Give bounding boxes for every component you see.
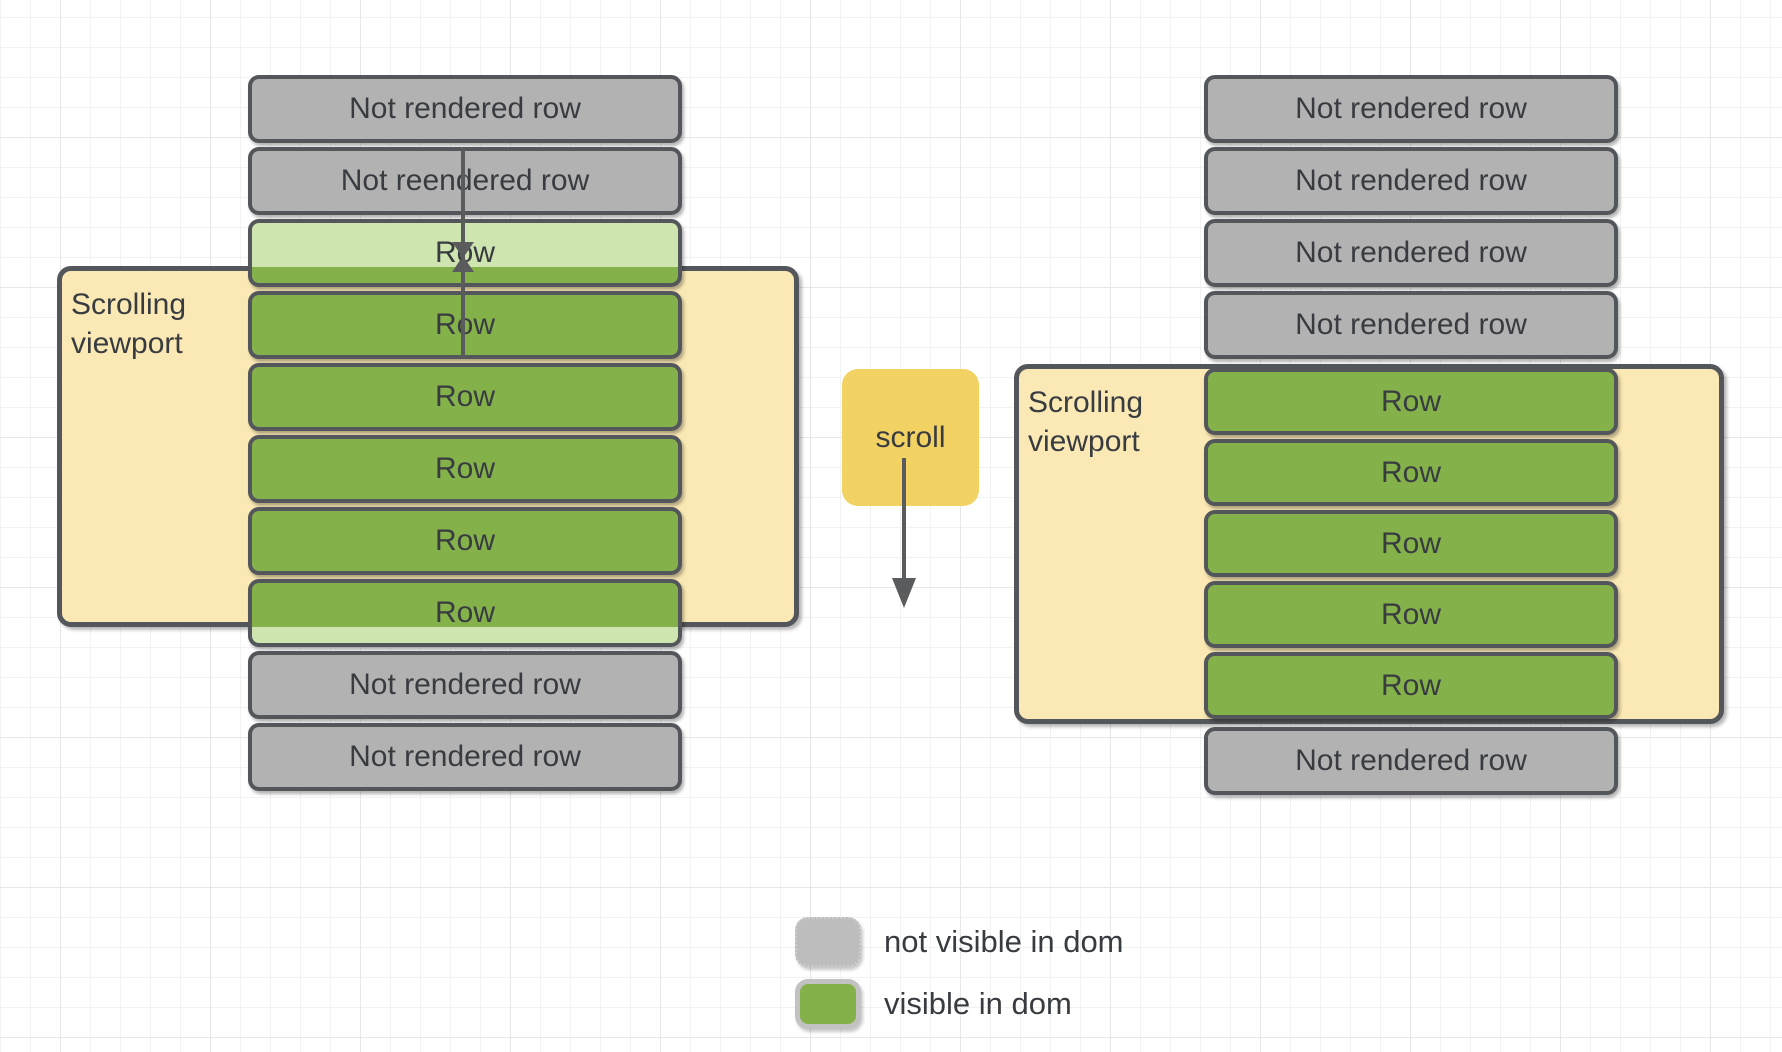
- visible-row: Row: [248, 291, 682, 359]
- legend-label-visible: visible in dom: [884, 986, 1072, 1021]
- not-rendered-row: Not rendered row: [248, 651, 682, 719]
- scroll-direction-arrow-icon: [892, 578, 916, 608]
- scroll-action-box: scroll: [842, 369, 979, 506]
- not-rendered-row: Not rendered row: [1204, 291, 1618, 359]
- arrow-up-icon: [452, 256, 474, 272]
- not-rendered-row: Not rendered row: [248, 75, 682, 143]
- viewport-label: Scrolling viewport: [71, 288, 187, 360]
- visible-row: Row: [1204, 368, 1618, 435]
- scroll-direction-line: [902, 458, 906, 580]
- visible-row: Row: [1204, 439, 1618, 506]
- visible-row: Row: [248, 363, 682, 431]
- visible-row: Row: [248, 435, 682, 503]
- legend-swatch-visible: [795, 979, 861, 1029]
- partially-visible-row: Row: [248, 579, 682, 647]
- legend-label-not-visible: not visible in dom: [884, 924, 1124, 959]
- legend-swatch-not-visible: [795, 917, 861, 967]
- not-rendered-row: Not rendered row: [1204, 147, 1618, 215]
- arrow-down-icon: [452, 242, 474, 258]
- not-rendered-row: Not rendered row: [1204, 727, 1618, 795]
- visible-row: Row: [1204, 510, 1618, 577]
- not-rendered-row: Not rendered row: [248, 723, 682, 791]
- visible-row: Row: [1204, 652, 1618, 719]
- visible-row: Row: [248, 507, 682, 575]
- visible-row: Row: [1204, 581, 1618, 648]
- viewport-label: Scrolling viewport: [1028, 386, 1144, 458]
- not-rendered-row: Not rendered row: [1204, 75, 1618, 143]
- not-rendered-row: Not reendered row: [248, 147, 682, 215]
- not-rendered-row: Not rendered row: [1204, 219, 1618, 287]
